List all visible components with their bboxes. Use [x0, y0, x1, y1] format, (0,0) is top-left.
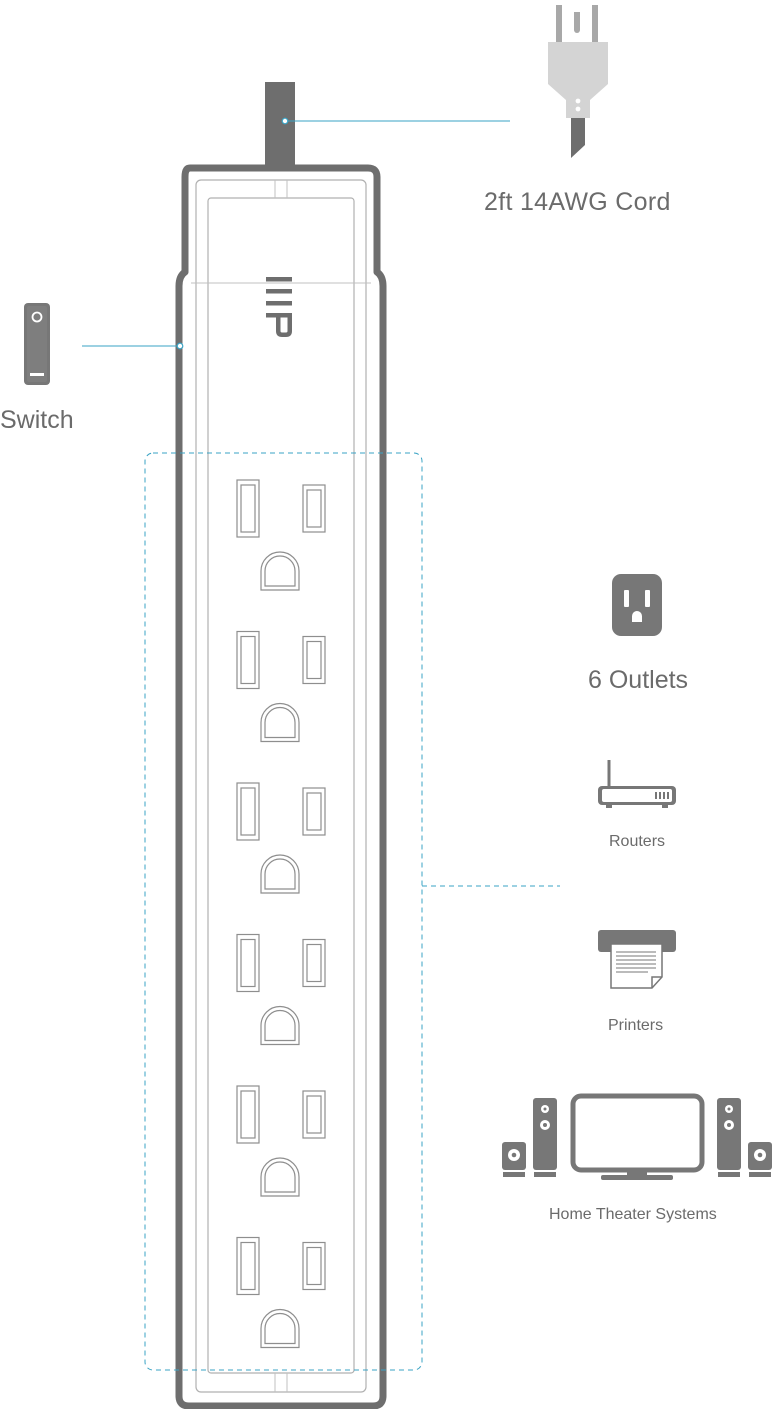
outlets-dashed-outline — [144, 452, 423, 1371]
home-theater-label: Home Theater Systems — [549, 1206, 717, 1223]
outlet — [236, 479, 326, 591]
outlet — [236, 933, 326, 1046]
rocker-switch-icon — [24, 303, 50, 385]
printer-icon — [598, 930, 676, 989]
tower-speaker-right-icon — [717, 1098, 741, 1177]
outlet — [236, 1236, 326, 1349]
switch-callout-dot — [176, 342, 184, 350]
cord-label: 2ft 14AWG Cord — [484, 188, 671, 216]
switch-label: Switch — [0, 406, 74, 434]
outlet — [236, 1085, 326, 1197]
plug-icon — [548, 5, 608, 158]
tv-icon — [570, 1093, 705, 1173]
power-strip-body — [175, 164, 387, 1409]
outlet — [236, 630, 326, 743]
brand-logo — [266, 277, 292, 337]
satellite-speaker-right-icon — [748, 1142, 772, 1177]
satellite-speaker-left-icon — [502, 1142, 526, 1177]
outlet — [236, 782, 326, 894]
outlets-label: 6 Outlets — [588, 666, 689, 694]
cord-callout-dot — [281, 117, 289, 125]
router-icon — [598, 760, 676, 808]
outlet-icon — [612, 574, 662, 636]
printers-label: Printers — [608, 1017, 664, 1034]
outlet-group — [236, 479, 326, 1349]
home-theater-icon — [502, 1093, 772, 1180]
routers-label: Routers — [609, 833, 666, 850]
tower-speaker-left-icon — [533, 1098, 557, 1177]
